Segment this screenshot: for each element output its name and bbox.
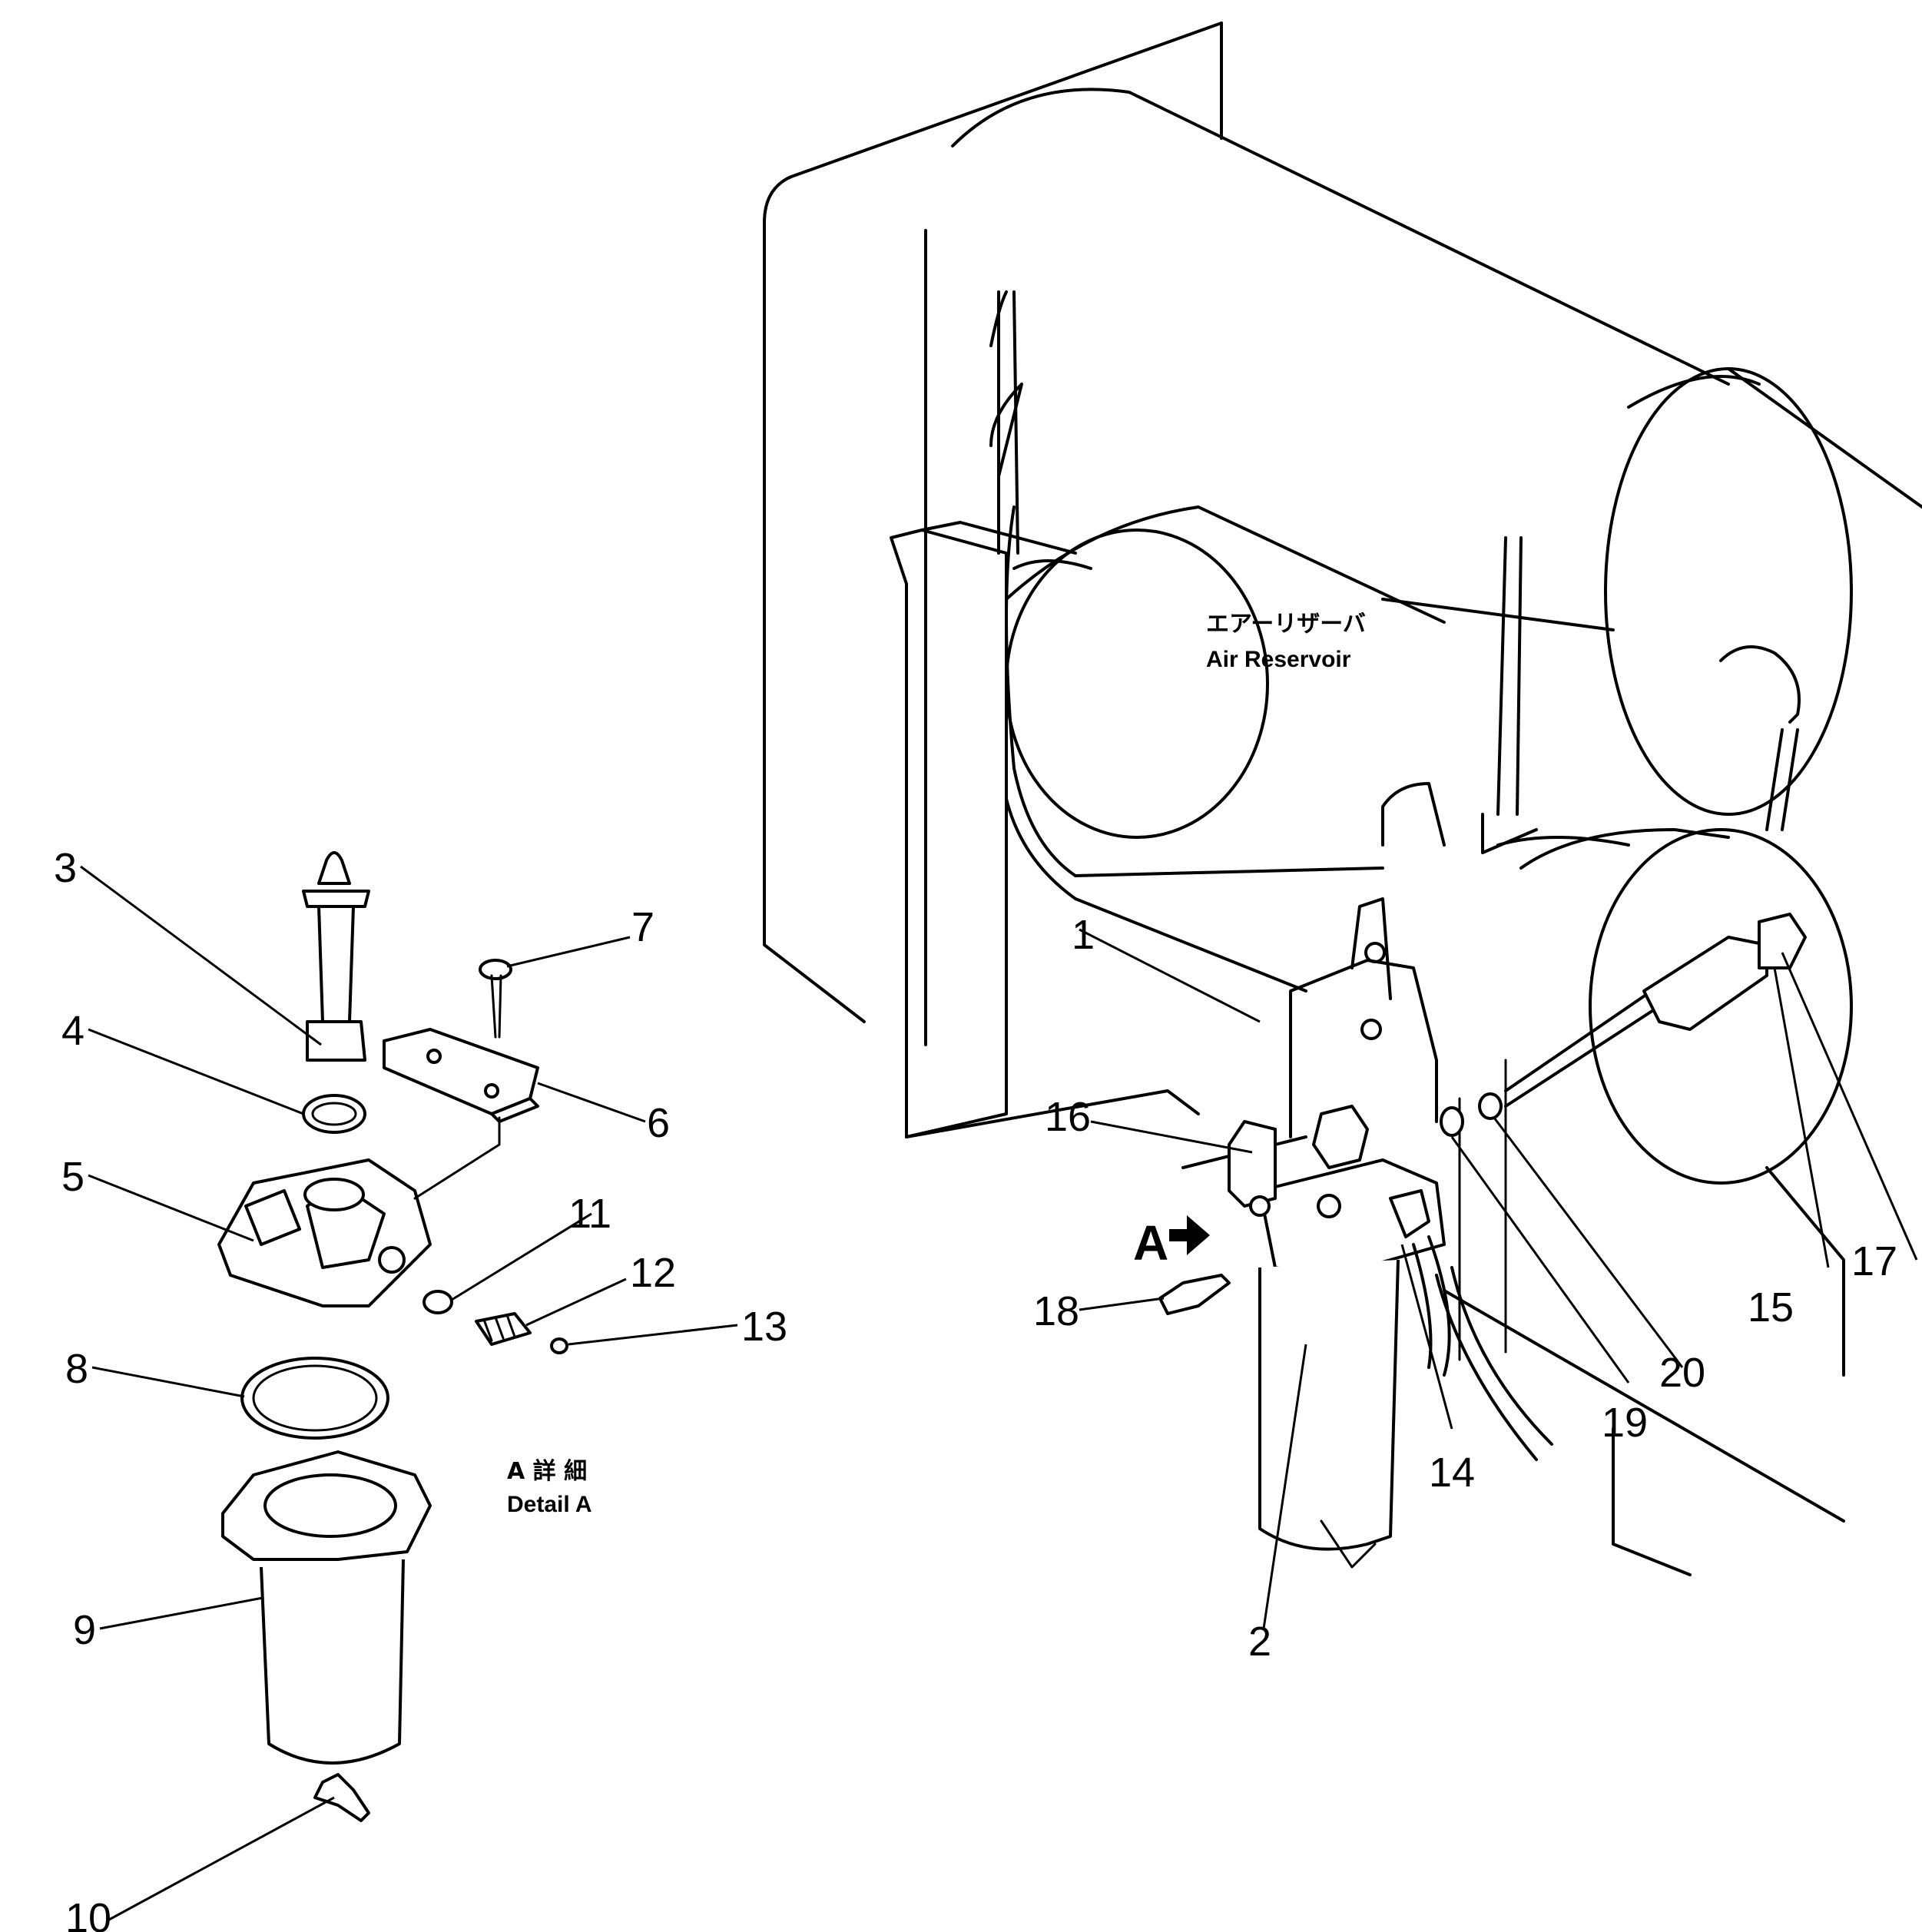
detail-label-en: Detail A — [507, 1492, 592, 1517]
callout-1: 1 — [1072, 912, 1095, 958]
callout-19: 19 — [1602, 1400, 1648, 1446]
callout-11: 11 — [568, 1191, 611, 1237]
air-reservoir-label-en: Air Reservoir — [1206, 647, 1351, 672]
view-arrow-a: A — [1133, 1215, 1210, 1271]
callout-8: 8 — [65, 1346, 88, 1392]
callout-14: 14 — [1429, 1450, 1475, 1496]
callout-2: 2 — [1248, 1619, 1271, 1665]
callout-7: 7 — [631, 904, 654, 950]
callout-16: 16 — [1045, 1094, 1091, 1140]
callout-13: 13 — [741, 1304, 787, 1350]
leader-lines — [80, 865, 1918, 1922]
callout-12: 12 — [630, 1250, 676, 1296]
callout-15: 15 — [1748, 1284, 1794, 1331]
callout-numbers: 1 2 3 4 5 6 7 8 9 10 11 12 13 14 15 16 1… — [54, 845, 1897, 1932]
callout-17: 17 — [1851, 1238, 1897, 1284]
air-reservoir-assembly — [763, 22, 1922, 1576]
callout-3: 3 — [54, 845, 77, 891]
view-arrow-label: A — [1133, 1215, 1168, 1271]
detail-a-exploded-view — [217, 851, 568, 1822]
callout-5: 5 — [61, 1154, 85, 1200]
detail-label-jp: A 詳 細 — [507, 1458, 587, 1485]
callout-18: 18 — [1033, 1288, 1079, 1334]
callout-4: 4 — [61, 1008, 85, 1054]
arrow-right-icon — [1169, 1215, 1210, 1255]
callout-9: 9 — [73, 1607, 96, 1653]
callout-10: 10 — [65, 1895, 111, 1932]
callout-20: 20 — [1659, 1350, 1705, 1396]
air-reservoir-label-jp: エアーリザーバ — [1206, 611, 1366, 638]
water-separator-installed — [1158, 913, 1807, 1569]
callout-6: 6 — [647, 1100, 670, 1146]
